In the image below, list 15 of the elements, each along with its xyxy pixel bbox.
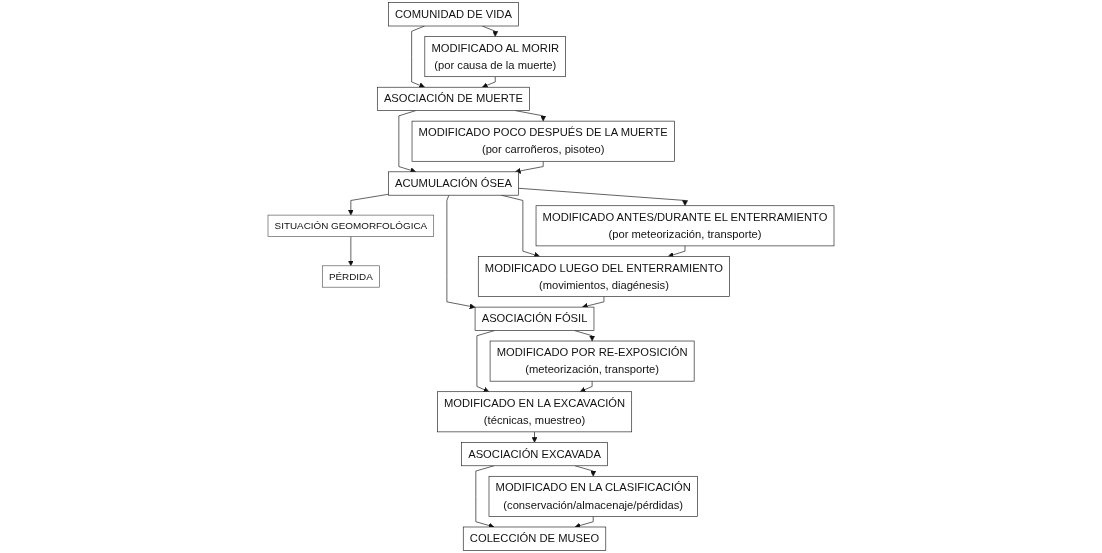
node-box: MODIFICADO EN LA EXCAVACIÓN (técnicas, muestreo)	[437, 391, 633, 433]
node-box: SITUACIÓN GEOMORFOLÓGICA	[267, 214, 435, 237]
node-box: MODIFICADO LUEGO DEL ENTERRAMIENTO (movimientos, diagénesis)	[477, 256, 730, 297]
node-box: MODIFICADO POR RE-EXPOSICIÓN (meteorización, transporte)	[489, 340, 695, 382]
node-box: ACUMULACIÓN ÓSEA	[388, 171, 519, 196]
node-box: MODIFICADO AL MORIR (por causa de la muerte)	[424, 36, 566, 78]
node-box: PÉRDIDA	[322, 265, 380, 288]
node-box: ASOCIACIÓN FÓSIL	[474, 306, 595, 331]
node-box: MODIFICADO ANTES/DURANTE EL ENTERRAMIENTO (por meteorización, transporte)	[535, 205, 835, 247]
node-box: ASOCIACIÓN DE MUERTE	[377, 86, 530, 111]
node-box: COLECCIÓN DE MUSEO	[462, 526, 607, 551]
node-box: ASOCIACIÓN EXCAVADA	[461, 442, 608, 467]
node-box: MODIFICADO POCO DESPUÉS DE LA MUERTE (por carroñeros, pisoteo)	[411, 120, 675, 162]
node-box: COMUNIDAD DE VIDA	[388, 2, 519, 27]
node-box: MODIFICADO EN LA CLASIFICACIÓN (conservación/almacenaje/pérdidas)	[488, 475, 698, 517]
